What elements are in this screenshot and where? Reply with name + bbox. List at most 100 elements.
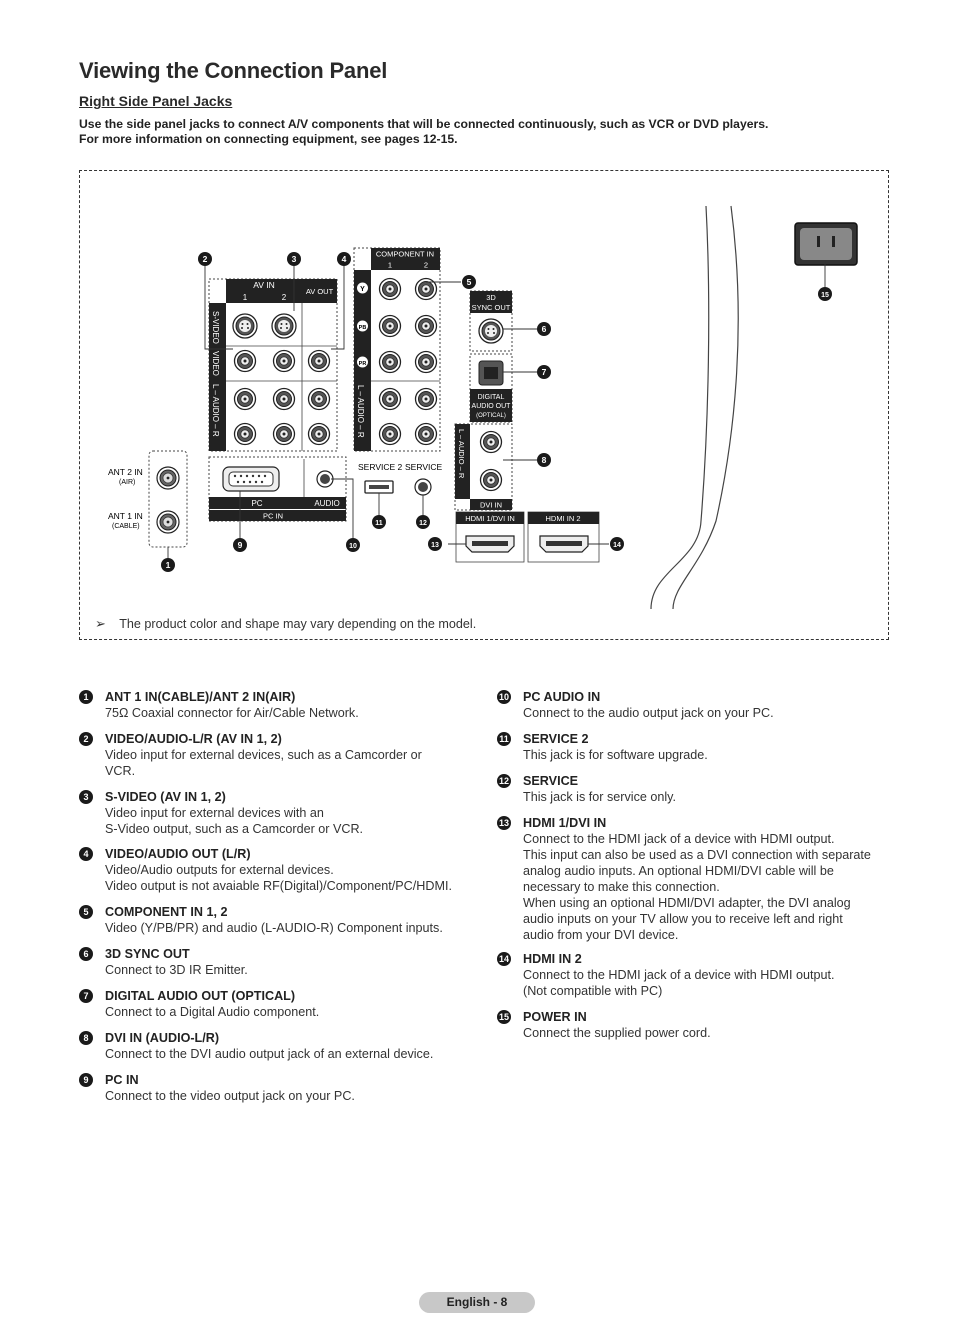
callout-badge: 15 <box>818 287 832 301</box>
item-title: POWER IN <box>523 1010 587 1024</box>
y-label: Y <box>360 286 365 293</box>
cable-label: (CABLE) <box>112 523 140 530</box>
item-title: SERVICE <box>523 774 579 788</box>
component-2-pr-jack-icon <box>414 350 438 374</box>
item-number-badge: 4 <box>79 847 93 861</box>
av-in-1-label: 1 <box>243 293 248 302</box>
item-description-line: audio inputs on your TV allow you to rec… <box>523 912 843 926</box>
component-1-audio-r-jack-icon <box>378 422 402 446</box>
item-number-badge: 10 <box>497 690 511 704</box>
item-description-line: Connect to the HDMI jack of a device wit… <box>523 968 835 982</box>
item-description-line: Video/Audio outputs for external devices… <box>105 863 334 877</box>
intro-line-2: For more information on connecting equip… <box>79 132 458 146</box>
component-1-pb-jack-icon <box>378 314 402 338</box>
pr-label: PR <box>359 361 367 367</box>
page-number-badge: English - 8 <box>419 1292 535 1313</box>
digital-label-b: AUDIO OUT <box>472 403 512 410</box>
item-description-line: Video (Y/PB/PR) and audio (L-AUDIO-R) Co… <box>105 921 443 935</box>
component-2-audio-r-jack-icon <box>414 422 438 446</box>
callout-badge: 9 <box>233 538 247 552</box>
callout-number: 15 <box>821 292 829 299</box>
callout-number: 11 <box>375 520 383 527</box>
item-description-line: Connect the supplied power cord. <box>523 1026 711 1040</box>
callout-badge: 7 <box>537 365 551 379</box>
component-1-y-jack-icon <box>378 277 402 301</box>
section-title: Right Side Panel Jacks <box>79 93 233 109</box>
callout-number: 3 <box>292 254 297 264</box>
item-description-line: When using an optional HDMI/DVI adapter,… <box>523 896 851 910</box>
note-text: The product color and shape may vary dep… <box>119 617 477 631</box>
item-number-badge: 7 <box>79 989 93 1003</box>
component-1-label: 1 <box>388 261 392 270</box>
dvi-in-label: DVI IN <box>480 501 502 510</box>
callout-number: 7 <box>542 367 547 377</box>
item-title: HDMI IN 2 <box>523 952 582 966</box>
panel-edge-curve-2 <box>672 205 739 610</box>
dvi-audio-label: L – AUDIO – R <box>457 429 466 479</box>
intro-line-1: Use the side panel jacks to connect A/V … <box>79 117 769 131</box>
item-number-badge: 1 <box>79 690 93 704</box>
item-title: COMPONENT IN 1, 2 <box>105 905 228 919</box>
av-in-header <box>226 279 302 291</box>
video-label: VIDEO <box>211 351 220 376</box>
callout-number: 5 <box>467 277 472 287</box>
av-out-audio-l-jack-icon <box>307 387 331 411</box>
callout-number: 13 <box>431 542 439 549</box>
callout-badge: 5 <box>462 275 476 289</box>
callout-number: 9 <box>238 540 243 550</box>
component-1-pr-jack-icon <box>378 350 402 374</box>
component-2-label: 2 <box>424 261 428 270</box>
callout-badge: 1 <box>161 558 175 572</box>
item-description: Video/Audio outputs for external devices… <box>105 862 477 894</box>
av-out-header <box>302 279 337 303</box>
hdmi2-label: HDMI IN 2 <box>545 514 580 523</box>
av-out-label: AV OUT <box>306 287 334 296</box>
item-number-badge: 3 <box>79 790 93 804</box>
item-description: This jack is for service only. <box>523 789 895 805</box>
item-description: Video input for external devices, such a… <box>105 747 477 779</box>
item-number-badge: 13 <box>497 816 511 830</box>
svideo-1-jack-icon <box>232 313 258 339</box>
item-description-line: audio from your DVI device. <box>523 928 679 942</box>
item-number-badge: 2 <box>79 732 93 746</box>
sync-3d-label-a: 3D <box>486 293 496 302</box>
connection-panel-diagram: ANT 2 IN (AIR) ANT 1 IN (CABLE) AV IN AV… <box>79 170 889 640</box>
component-2-pb-jack-icon <box>414 314 438 338</box>
item-description-line: (Not compatible with PC) <box>523 984 663 998</box>
digital-label-a: DIGITAL <box>478 394 505 401</box>
dvi-audio-outline <box>454 423 513 511</box>
component-in-label: COMPONENT IN <box>376 250 434 259</box>
service2-label: SERVICE 2 <box>358 462 403 472</box>
item-description-line: Connect to 3D IR Emitter. <box>105 963 248 977</box>
item-description-line: Video output is not avaiable RF(Digital)… <box>105 879 452 893</box>
item-number-badge: 14 <box>497 952 511 966</box>
callout-badge: 2 <box>198 252 212 266</box>
item-description-line: analog audio inputs. An optional HDMI/DV… <box>523 864 834 878</box>
callout-number: 1 <box>166 560 171 570</box>
ant2-label: ANT 2 IN <box>108 467 143 477</box>
item-title: DVI IN (AUDIO-L/R) <box>105 1031 220 1045</box>
dvi-audio-r-jack-icon <box>479 468 503 492</box>
av-in-1-audio-l-jack-icon <box>233 387 257 411</box>
item-title: PC IN <box>105 1073 139 1087</box>
pc-label: PC <box>251 499 262 508</box>
av-out-video-jack-icon <box>307 349 331 373</box>
callout-badge: 6 <box>537 322 551 336</box>
av-in-label: AV IN <box>253 280 275 290</box>
item-description: Connect the supplied power cord. <box>523 1025 895 1041</box>
item-title: SERVICE 2 <box>523 732 589 746</box>
item-description-line: This jack is for service only. <box>523 790 677 804</box>
callout-number: 6 <box>542 324 547 334</box>
callout-badge: 10 <box>346 538 360 552</box>
item-description: Connect to the HDMI jack of a device wit… <box>523 831 895 943</box>
item-description-line: Video input for external devices with an <box>105 806 324 820</box>
item-description-line: S-Video output, such as a Camcorder or V… <box>105 822 364 836</box>
callout-badge: 12 <box>416 515 430 529</box>
